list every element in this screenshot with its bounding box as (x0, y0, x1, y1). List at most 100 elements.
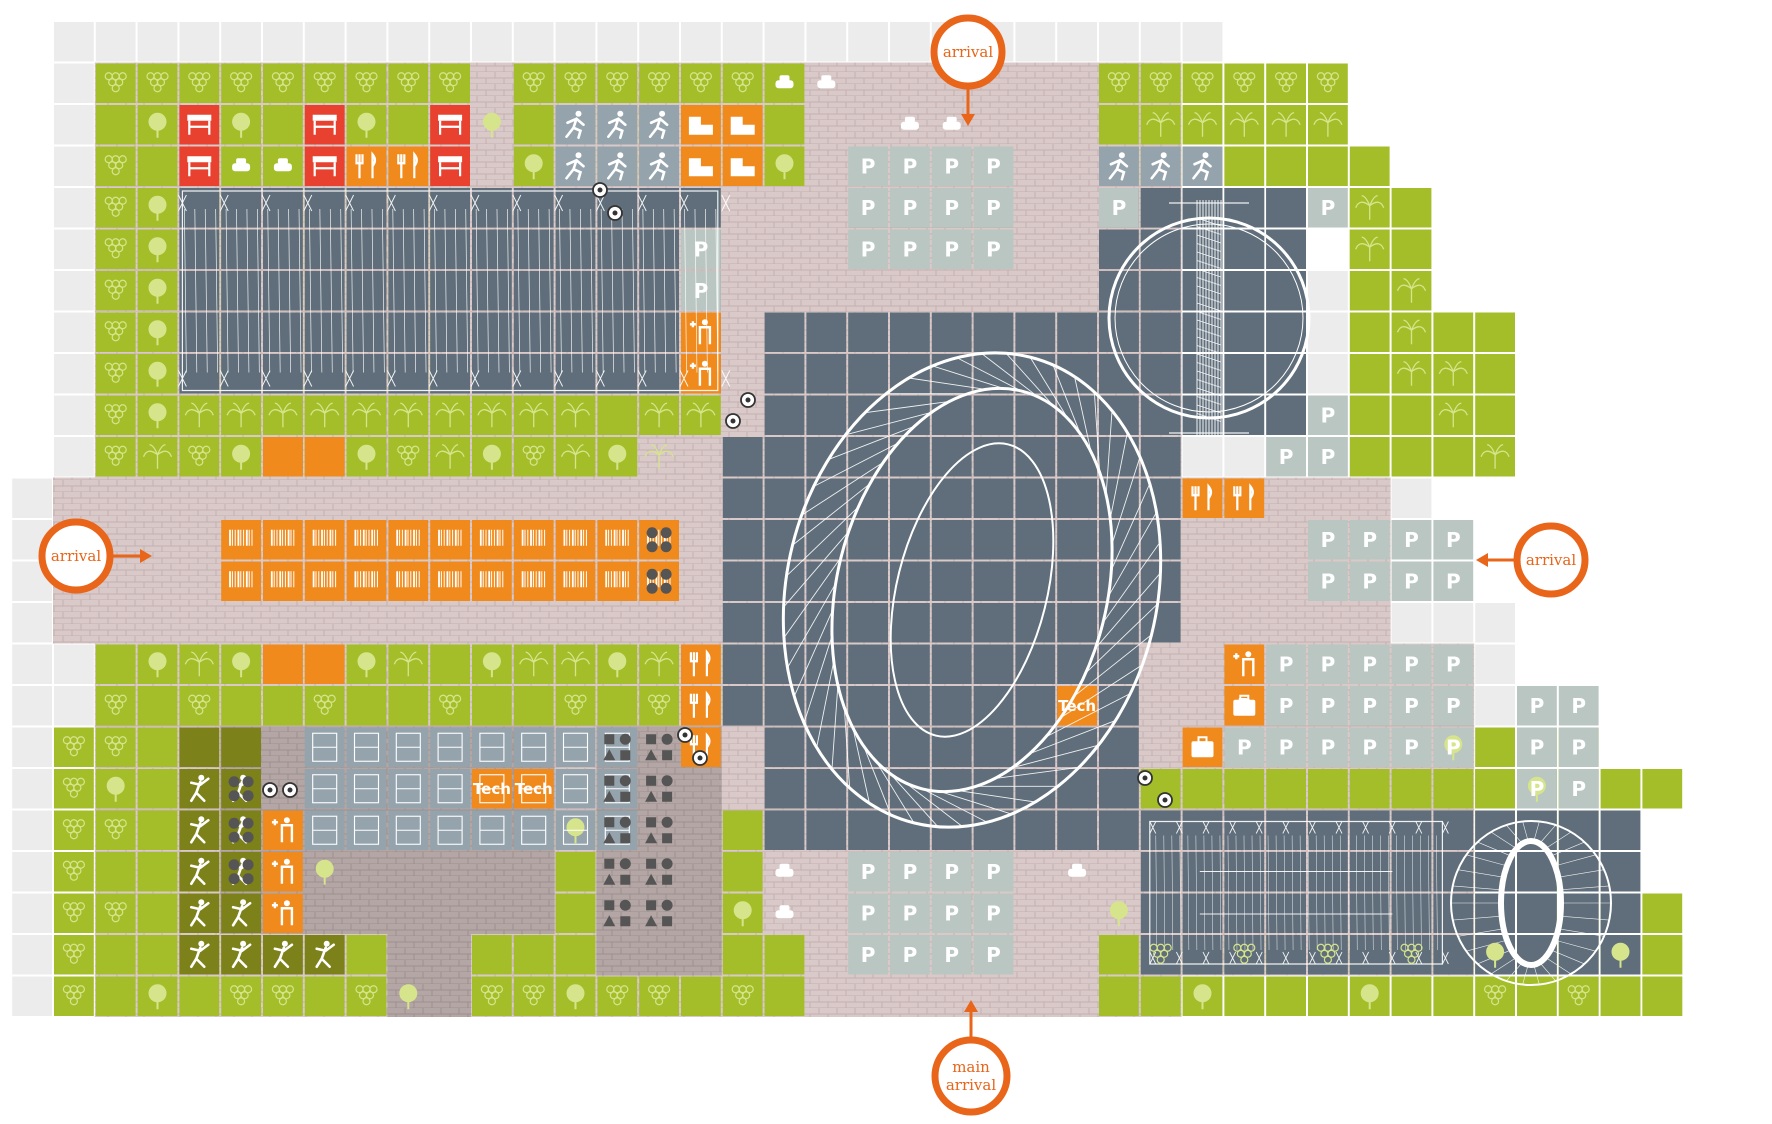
climber-icon (190, 774, 210, 803)
parking-icon: P (1279, 652, 1294, 676)
svg-text:P: P (1446, 528, 1461, 552)
hall-tile (388, 229, 429, 269)
parking-icon: P (1321, 735, 1336, 759)
landscape-tile (513, 686, 554, 726)
stadium-tile (806, 603, 847, 643)
parking-icon: P (1321, 403, 1336, 427)
target-icon (1137, 770, 1153, 786)
landscape-tile (764, 935, 805, 975)
runner-icon (648, 152, 669, 181)
olive-tile (221, 769, 261, 809)
arrival-marker-top[interactable]: arrival (930, 14, 1006, 126)
stage-icon (688, 158, 713, 177)
stadium-tile (1099, 727, 1139, 767)
tree-icon (524, 154, 543, 180)
olive-tile (221, 852, 261, 892)
stadium-tile (806, 520, 847, 560)
parking-icon: P (1530, 735, 1545, 759)
landscape-tile (597, 686, 638, 726)
stadium-tile (1015, 312, 1056, 352)
landscape-tile (179, 976, 220, 1016)
barcode-icon (521, 571, 546, 588)
velodrome-tile (1433, 935, 1474, 975)
shapes-icon (645, 775, 673, 802)
parking-tile (1308, 395, 1348, 435)
arrival-marker-left[interactable]: arrival (38, 518, 152, 594)
grid-cell (54, 437, 94, 477)
target-icon (592, 182, 608, 198)
grid-cell (639, 22, 679, 62)
grapes-icon (313, 72, 336, 93)
stadium-tile (931, 686, 972, 726)
olive-tile (221, 893, 261, 933)
stadium-tile (848, 561, 888, 601)
grapes-icon (564, 72, 587, 93)
landscape-tile (555, 893, 596, 933)
palm-icon (1480, 444, 1510, 469)
grid-cell (1308, 312, 1348, 352)
grapes-icon (104, 404, 127, 425)
stadium-tile (722, 644, 763, 684)
landscape-tile (1099, 976, 1139, 1016)
palm-icon (644, 651, 674, 677)
stadium-tile (931, 520, 972, 560)
landscape-tile (555, 935, 596, 975)
stadium-tile (973, 561, 1014, 601)
tree-icon (775, 154, 794, 180)
court-icon (562, 774, 589, 804)
parking-tile (973, 188, 1014, 228)
grapes-icon (1149, 943, 1172, 964)
parking-tile (848, 146, 888, 186)
main-arrival-marker[interactable]: main arrival (931, 1000, 1011, 1116)
arena-tile (1140, 271, 1181, 311)
palm-icon (1146, 112, 1176, 137)
barcode-icon (312, 529, 337, 546)
climber-icon (231, 899, 252, 927)
landscape-tile (137, 893, 178, 933)
stadium-tile (1015, 644, 1056, 684)
target-icon (282, 782, 298, 798)
hall-tile (513, 312, 554, 352)
parking-tile (1349, 727, 1390, 767)
olive-tile (179, 935, 220, 975)
landscape-tile (95, 976, 136, 1016)
svg-text:P: P (1571, 694, 1586, 718)
stage-icon (730, 158, 755, 177)
small-stadium-structure (1450, 820, 1612, 986)
shapes-icon (603, 858, 631, 885)
svg-text:P: P (861, 196, 876, 220)
olive-tile (221, 810, 261, 850)
velodrome-tile (1475, 893, 1515, 933)
palm-icon (519, 651, 549, 677)
grid-cell (597, 22, 638, 62)
stadium-tile (1140, 478, 1181, 518)
arrival-marker-right[interactable]: arrival (1476, 522, 1589, 598)
landscape-tile (1099, 105, 1139, 145)
car-icon (817, 75, 836, 89)
landscape-tile (1391, 769, 1432, 809)
grapes-icon (230, 72, 253, 93)
red-service-tile (304, 105, 345, 145)
hall-tile (555, 229, 596, 269)
svg-text:P: P (1362, 694, 1377, 718)
seating-icon (438, 156, 463, 177)
dots-icon (228, 859, 254, 885)
grid-cell (1140, 22, 1181, 62)
landscape-tile (263, 686, 303, 726)
shapes-icon (645, 733, 673, 761)
parking-tile (1349, 561, 1390, 601)
grapes-icon (188, 445, 211, 466)
parking-tile (1266, 437, 1306, 477)
hall-tile (639, 229, 679, 269)
arena-tile (1266, 229, 1306, 269)
svg-text:P: P (903, 196, 918, 220)
label-layer: arrival arrival arrival main arrival (38, 14, 1589, 1116)
stadium-tile (848, 810, 888, 850)
arena-tile (1099, 229, 1139, 269)
tree-icon (148, 195, 167, 221)
velodrome-tile (1182, 810, 1223, 850)
parking-tile (890, 852, 930, 892)
grapes-icon (1567, 985, 1590, 1006)
hall-tile (263, 271, 303, 311)
car-icon (1068, 863, 1087, 877)
